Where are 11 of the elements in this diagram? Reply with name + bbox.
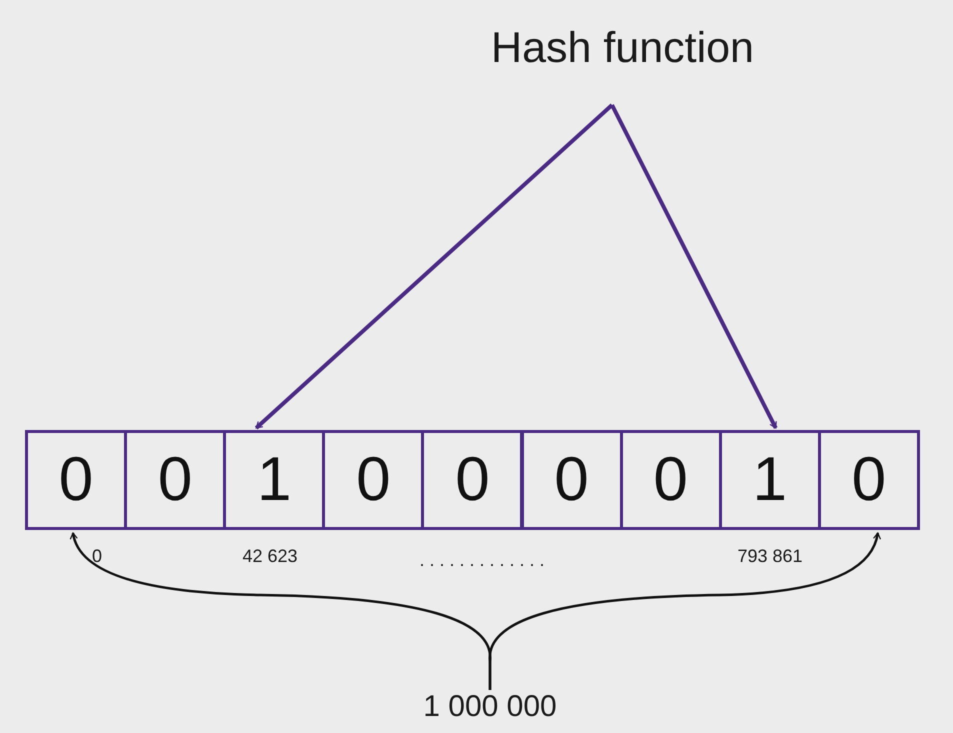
bit-cell: 0 [421, 430, 524, 530]
ellipsis-dots: . . . . . . . . . . . . . [419, 550, 545, 571]
bit-cell: 0 [520, 430, 623, 530]
arrow [610, 104, 778, 429]
index-label: 42 623 [242, 546, 298, 567]
title-text: Hash function [491, 25, 754, 72]
count-text: 1 000 000 [400, 690, 580, 728]
index-label: 0 [92, 546, 102, 567]
arrow [254, 104, 614, 430]
index-label: 793 861 [737, 546, 803, 567]
arrow [488, 532, 880, 690]
